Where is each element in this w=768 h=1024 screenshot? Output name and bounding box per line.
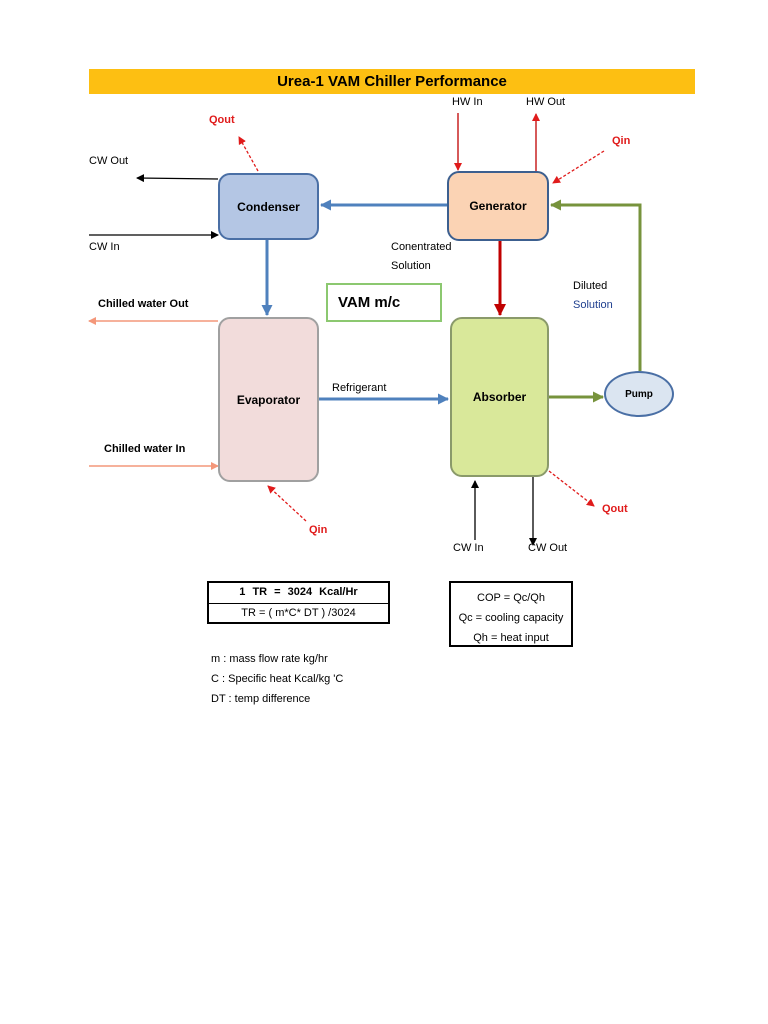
qin-top-arrow [552,150,605,184]
pump-ellipse: Pump [604,371,674,417]
diluted-label-line1: Diluted [573,280,608,292]
condenser-label: Condenser [237,199,300,214]
qin-bottom-arrow [267,485,307,522]
pump-label: Pump [625,388,653,400]
concentrated-label-line2: Solution [391,260,431,272]
cw-out-top-label: CW Out [89,155,129,167]
cop-formula: COP = Qc/Qh [477,592,545,604]
variable-notes: m : mass flow rate kg/hr C : Specific he… [211,649,343,709]
note-temp-difference: DT : temp difference [211,693,311,705]
chilled-water-out-label: Chilled water Out [98,298,189,310]
note-specific-heat: C : Specific heat Kcal/kg 'C [211,673,344,685]
diluted-label-line2: Solution [573,299,613,311]
qout-top-label: Qout [209,114,235,126]
condenser-box: Condenser [218,173,319,240]
cw-in-top-label: CW In [89,241,120,253]
chilled-water-in-label: Chilled water In [104,443,186,455]
vam-machine-label: VAM m/c [326,283,442,322]
refrigerant-label: Refrigerant [332,382,387,394]
evaporator-box: Evaporator [218,317,319,482]
qc-definition: Qc = cooling capacity [458,612,564,624]
tr-definition: 1 TR = 3024 Kcal/Hr [209,583,388,604]
tr-formula: TR = ( m*C* DT ) /3024 [241,606,356,619]
absorber-label: Absorber [472,390,527,404]
cop-formula-box: COP = Qc/Qh Qc = cooling capacity Qh = h… [449,581,573,647]
qin-bottom-label: Qin [309,524,328,536]
generator-box: Generator [447,171,549,241]
pump-to-generator-arrow [550,199,642,371]
cw-in-bottom-label: CW In [453,542,484,554]
note-mass-flow: m : mass flow rate kg/hr [211,653,328,665]
qout-bottom-label: Qout [602,503,628,515]
tr-formula-table: 1 TR = 3024 Kcal/Hr TR = ( m*C* DT ) /30… [207,581,390,624]
qh-definition: Qh = heat input [473,632,549,644]
generator-label: Generator [469,199,527,213]
cw-out-bottom-label: CW Out [528,542,568,554]
page-title: Urea-1 VAM Chiller Performance [89,69,695,94]
qin-top-label: Qin [612,135,631,147]
concentrated-label-line1: Conentrated [391,241,452,253]
cw-out-top-arrow [136,174,219,183]
qout-bottom-arrow [548,470,595,507]
evaporator-label: Evaporator [236,392,301,407]
qout-top-arrow [238,136,259,172]
hw-out-label: HW Out [526,96,566,108]
hw-in-label: HW In [452,96,483,108]
absorber-box: Absorber [450,317,549,477]
